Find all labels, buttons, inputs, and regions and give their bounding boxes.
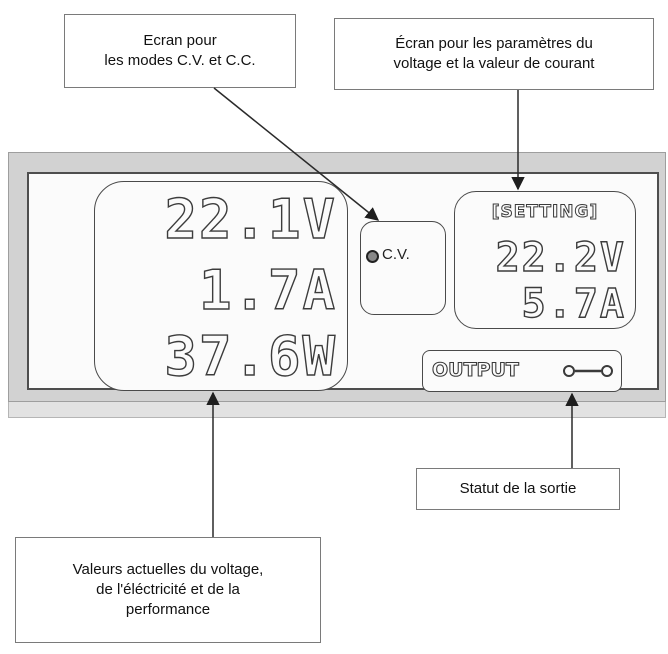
mode-indicator-group [360,221,446,315]
callout-current-values: Valeurs actuelles du voltage, de l'éléct… [15,537,321,643]
setting-title: [SETTING] [491,202,599,223]
output-label: OUTPUT [431,358,519,381]
callout-settings-line-2: voltage et la valeur de courant [393,55,595,72]
callout-settings-screen: Écran pour les paramètres du voltage et … [334,18,654,90]
setting-voltage-readout: 22.2V [495,235,626,281]
callout-output-text: Statut de la sortie [459,479,577,497]
display-panel-lower-edge [8,402,666,418]
filled-circle-icon [366,250,379,263]
mode-label: C.V. [382,246,410,263]
setting-values-group [454,191,636,329]
callout-current-line-1: Valeurs actuelles du voltage, [72,560,264,578]
callout-settings-line-1: Écran pour les paramètres du [395,34,593,52]
callout-cv-line-1: Ecran pour [143,31,217,49]
switch-open-icon [563,365,613,377]
callout-cv-cc-screen: Ecran pour les modes C.V. et C.C. [64,14,296,88]
actual-current-readout: 1.7A [198,259,337,322]
callout-current-line-3: performance [125,601,211,619]
actual-power-readout: 37.6W [164,325,337,388]
callout-output-status: Statut de la sortie [416,468,620,510]
actual-voltage-readout: 22.1V [164,188,337,251]
setting-current-readout: 5.7A [521,281,626,327]
callout-cv-line-2: les modes C.V. et C.C. [104,52,256,69]
callout-current-line-2: de l'éléctricité et de la [96,580,240,598]
